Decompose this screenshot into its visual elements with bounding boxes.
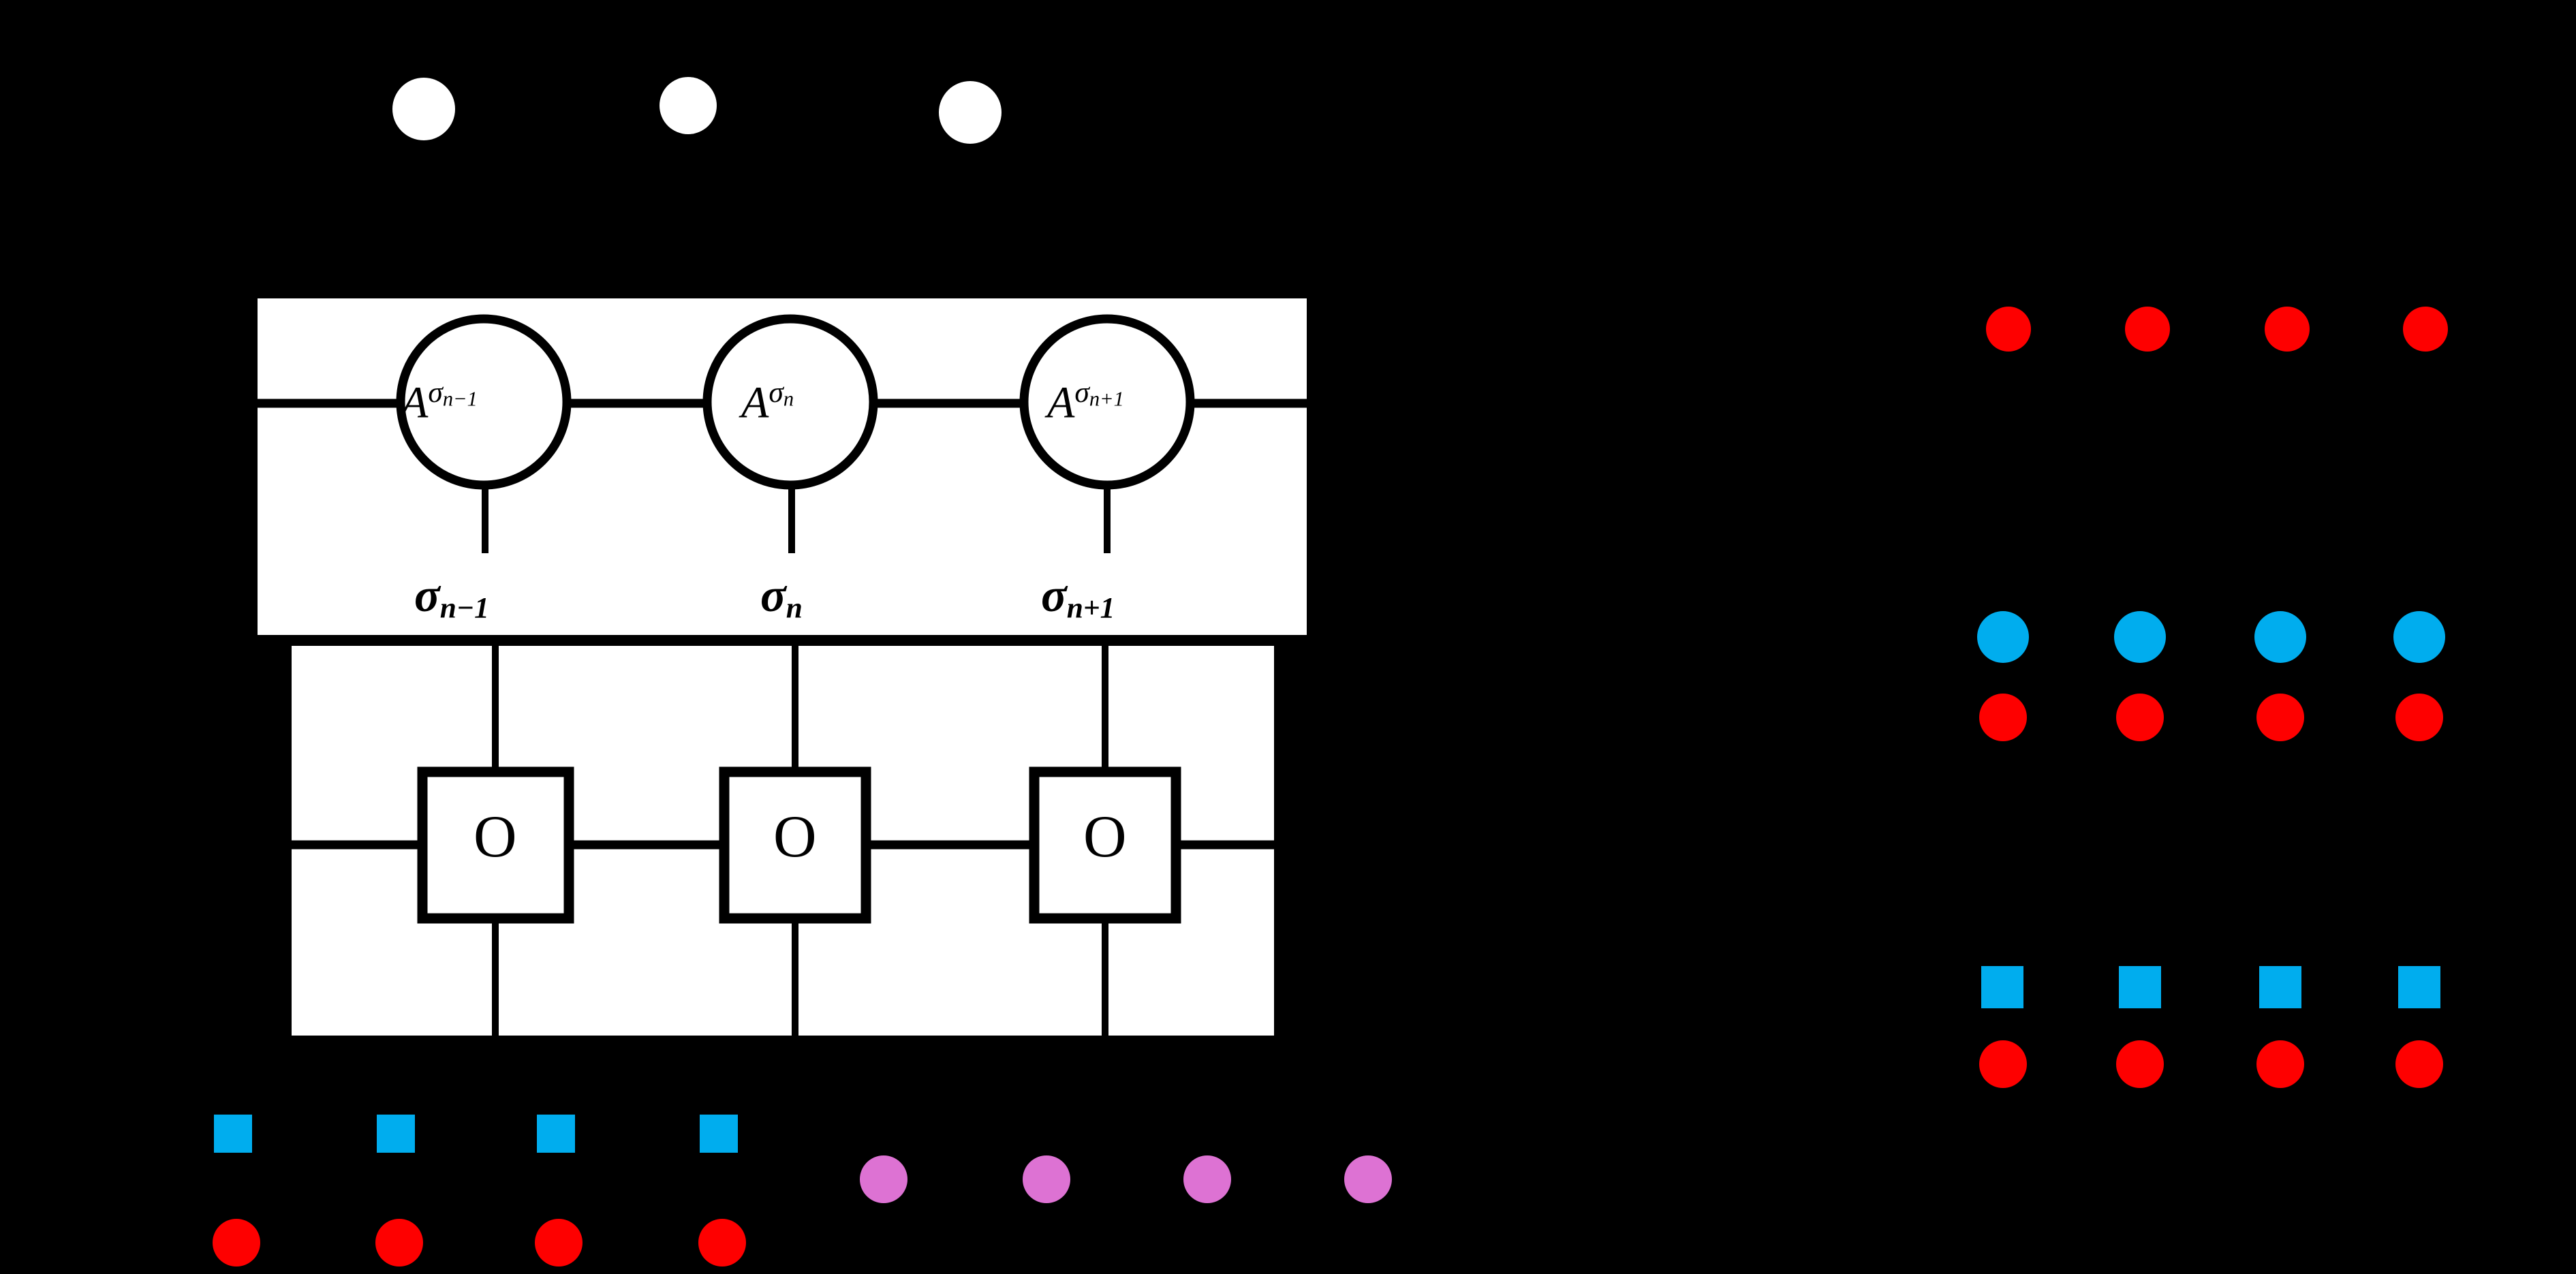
physical-index-label-3: σn+1 — [1041, 570, 1115, 625]
bottom-middle-circle-4 — [1344, 1155, 1392, 1203]
bottom-left-circle-3 — [535, 1219, 583, 1267]
right-top-circle-2 — [2125, 307, 2170, 352]
mpo-box-3 — [1029, 766, 1181, 924]
right-middle-red-circle-4 — [2395, 694, 2443, 741]
bottom-left-square-2 — [377, 1115, 415, 1153]
mpo-box-2 — [719, 766, 871, 924]
right-middle-red-circle-1 — [1979, 694, 2027, 741]
mps-tensor-label-1: Aσn−1 — [401, 376, 478, 428]
right-top-circle-4 — [2403, 307, 2448, 352]
mps-tensor-2 — [702, 314, 878, 490]
mps-tensor-label-2: Aσn — [741, 376, 794, 428]
right-bottom-circle-1 — [1979, 1040, 2027, 1088]
bottom-middle-circle-1 — [860, 1155, 907, 1203]
right-middle-blue-circle-4 — [2393, 611, 2445, 663]
right-bottom-square-4 — [2398, 966, 2440, 1008]
right-bottom-circle-4 — [2395, 1040, 2443, 1088]
top-dot-3 — [939, 81, 1002, 144]
mps-tensor-3 — [1019, 314, 1195, 490]
right-middle-red-circle-3 — [2256, 694, 2304, 741]
bottom-left-circle-2 — [375, 1219, 423, 1267]
top-dot-2 — [659, 77, 717, 134]
right-bottom-square-2 — [2119, 966, 2161, 1008]
top-dot-1 — [392, 78, 455, 140]
mps-tensor-1 — [396, 314, 572, 490]
bottom-left-square-1 — [214, 1115, 252, 1153]
right-middle-red-circle-2 — [2116, 694, 2164, 741]
right-middle-blue-circle-3 — [2254, 611, 2306, 663]
bottom-left-circle-1 — [213, 1219, 260, 1267]
right-middle-blue-circle-2 — [2114, 611, 2166, 663]
right-bottom-circle-2 — [2116, 1040, 2164, 1088]
mpo-box-1 — [417, 766, 574, 924]
bottom-middle-circle-3 — [1183, 1155, 1231, 1203]
mps-tensor-label-3: Aσn+1 — [1047, 376, 1124, 428]
right-bottom-circle-3 — [2256, 1040, 2304, 1088]
bottom-left-square-4 — [700, 1115, 738, 1153]
right-bottom-square-3 — [2259, 966, 2301, 1008]
mpo-operator-label-2: O — [773, 804, 817, 870]
right-top-circle-1 — [1986, 307, 2031, 352]
bottom-middle-circle-2 — [1023, 1155, 1070, 1203]
right-middle-blue-circle-1 — [1977, 611, 2029, 663]
mpo-operator-label-3: O — [1083, 804, 1127, 870]
physical-index-label-2: σn — [760, 570, 803, 625]
bottom-left-circle-4 — [698, 1219, 746, 1267]
right-top-circle-3 — [2265, 307, 2310, 352]
mpo-operator-label-1: O — [474, 804, 517, 870]
right-bottom-square-1 — [1981, 966, 2023, 1008]
physical-index-label-1: σn−1 — [414, 570, 489, 625]
bottom-left-square-3 — [537, 1115, 575, 1153]
